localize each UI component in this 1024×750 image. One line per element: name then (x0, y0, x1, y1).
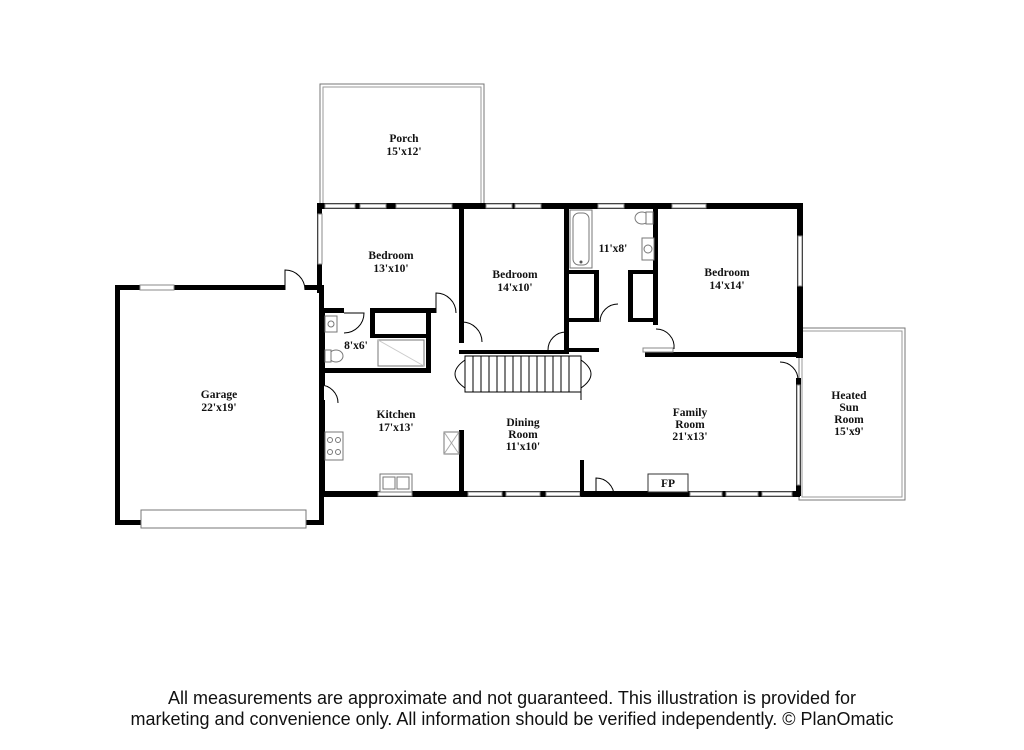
garage-name: Garage (201, 389, 237, 401)
sunroom-name-2: Sun (839, 402, 859, 414)
floor-plan: FP Porch 15'x12' Bedroom 13'x10' Bedroom… (115, 83, 906, 529)
porch-outline (319, 83, 485, 205)
bath-lower-dims: 8'x6' (344, 340, 368, 352)
kitchen-dims: 17'x13' (378, 422, 413, 434)
room-labels: Porch 15'x12' Bedroom 13'x10' Bedroom 14… (201, 133, 867, 453)
family-name-1: Family (673, 407, 708, 419)
sunroom-dims: 15'x9' (834, 426, 863, 438)
bedroom1-name: Bedroom (368, 250, 414, 262)
porch-name: Porch (389, 133, 419, 145)
fireplace-label: FP (661, 478, 675, 490)
bedroom3-dims: 14'x14' (709, 280, 744, 292)
bedroom2-name: Bedroom (492, 269, 538, 281)
porch-dims: 15'x12' (386, 146, 421, 158)
bedroom2-dims: 14'x10' (497, 282, 532, 294)
disclaimer-line-1: All measurements are approximate and not… (167, 688, 857, 708)
interior-walls (320, 203, 801, 496)
disclaimer-line-2: marketing and convenience only. All info… (130, 709, 894, 729)
doors (284, 269, 799, 497)
bath-upper-dims: 11'x8' (599, 243, 628, 255)
sunroom-outline (798, 327, 906, 501)
dining-name-1: Dining (506, 417, 539, 429)
kitchen-fixtures (324, 431, 460, 493)
dining-name-2: Room (508, 429, 538, 441)
sunroom-name-3: Room (834, 414, 864, 426)
garage-dims: 22'x19' (201, 402, 236, 414)
bedroom3-name: Bedroom (704, 267, 750, 279)
staircase (454, 355, 592, 400)
bath-fixtures (324, 209, 655, 367)
family-name-2: Room (675, 419, 705, 431)
family-dims: 21'x13' (672, 431, 707, 443)
windows (317, 203, 803, 497)
bedroom1-dims: 13'x10' (373, 263, 408, 275)
sunroom-name-1: Heated (831, 390, 867, 402)
dining-dims: 11'x10' (506, 441, 541, 453)
fireplace (647, 473, 689, 493)
kitchen-name: Kitchen (377, 409, 417, 421)
